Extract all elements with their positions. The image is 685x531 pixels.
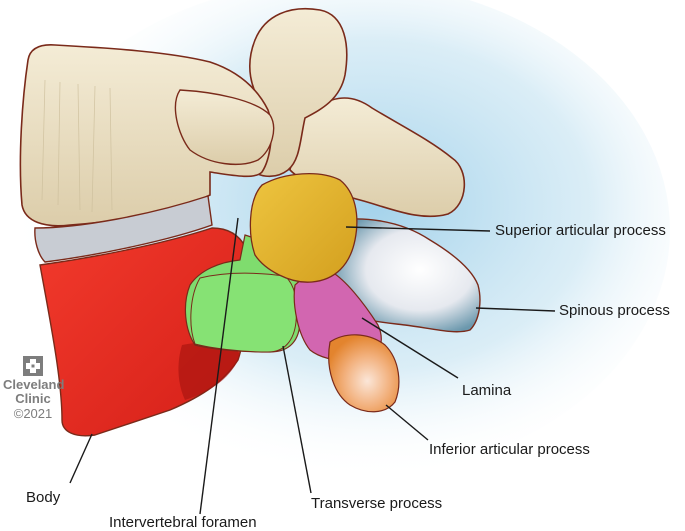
- watermark-name-line2: Clinic: [15, 391, 51, 406]
- leader-body: [69, 433, 93, 484]
- label-intervertebral-foramen: Intervertebral foramen: [109, 514, 257, 531]
- cleveland-clinic-watermark: Cleveland Clinic ©2021: [3, 356, 65, 422]
- leader-lamina: [361, 317, 459, 379]
- bone-texture: [41, 79, 113, 213]
- label-inferior-articular-process: Inferior articular process: [429, 441, 590, 458]
- superior-process-knob: [174, 89, 275, 165]
- label-body: Body: [26, 489, 61, 506]
- transverse-process-front: [190, 272, 298, 353]
- label-spinous-process: Spinous process: [559, 302, 670, 319]
- leader-superior-articular: [345, 226, 491, 232]
- leader-spinous: [475, 307, 556, 312]
- label-superior-articular-process: Superior articular process: [495, 222, 666, 239]
- watermark-copyright: ©2021: [13, 406, 53, 421]
- leader-transverse: [282, 345, 312, 494]
- watermark-name-line1: Cleveland: [3, 377, 65, 392]
- body-shadow: [178, 342, 240, 400]
- leader-intervertebral-foramen: [199, 217, 239, 515]
- intervertebral-disc: [34, 195, 213, 263]
- cleveland-clinic-logo-icon: [23, 356, 43, 376]
- superior-articular-process-shape: [249, 173, 358, 283]
- leader-inferior-articular: [385, 404, 429, 441]
- leader-lines: [69, 217, 556, 515]
- inferior-articular-process-shape: [328, 334, 400, 413]
- upper-vertebral-body: [19, 44, 273, 227]
- label-lamina: Lamina: [462, 382, 512, 399]
- label-transverse-process: Transverse process: [311, 495, 443, 512]
